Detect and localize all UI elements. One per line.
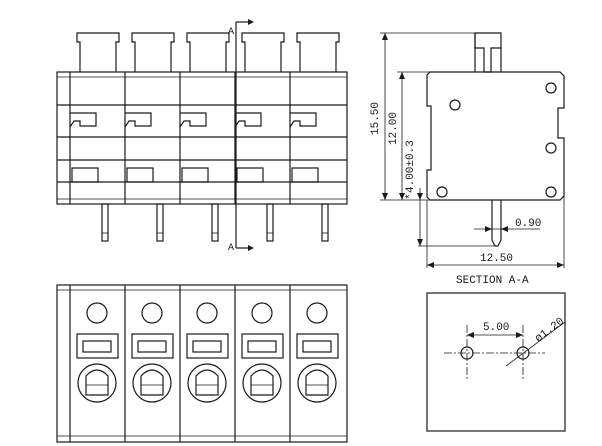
wire-entry-inner: [195, 369, 219, 396]
front-view: [56, 32, 348, 242]
test-hole: [306, 302, 328, 324]
clip: [69, 112, 97, 128]
release-slot-outer: [241, 333, 284, 359]
pcb-hole-1: [460, 346, 474, 360]
pcb-hole-2: [516, 346, 530, 360]
section-marker-bottom: A: [228, 243, 234, 254]
wire-entry-inner: [85, 369, 109, 396]
pin: [321, 203, 329, 242]
test-hole: [251, 302, 273, 324]
test-hole: [86, 302, 108, 324]
wire-slot: [236, 167, 264, 183]
release-slot-outer: [296, 333, 339, 359]
wire-entry: [77, 363, 117, 403]
lever: [131, 32, 175, 72]
release-slot-inner: [247, 340, 277, 353]
release-slot-inner: [137, 340, 167, 353]
dim-pin-length: 4.00±0.3: [405, 140, 417, 193]
wire-entry-inner: [305, 369, 329, 396]
clip: [289, 112, 317, 128]
pcb-layout: 5.00 ø1.20: [426, 292, 567, 432]
wire-entry: [187, 363, 227, 403]
pin: [211, 203, 219, 242]
dim-body-height: 12.00: [388, 112, 400, 145]
wire-entry-inner: [140, 369, 164, 396]
clip: [179, 112, 207, 128]
release-slot-outer: [186, 333, 229, 359]
release-slot-inner: [302, 340, 332, 353]
pin: [266, 203, 274, 242]
section-line-a-a: A A: [228, 19, 254, 254]
dim-pin-width: 0.90: [515, 218, 541, 230]
wire-slot: [71, 167, 99, 183]
pin: [101, 203, 109, 242]
wire-slot: [291, 167, 319, 183]
wire-slot: [126, 167, 154, 183]
section-marker-top: A: [228, 27, 234, 38]
dim-pin-length-prefix: *: [405, 193, 417, 200]
release-slot-inner: [192, 340, 222, 353]
clip: [234, 112, 262, 128]
lever: [76, 32, 120, 72]
wire-slot: [181, 167, 209, 183]
lever: [186, 32, 230, 72]
clip: [124, 112, 152, 128]
test-hole: [141, 302, 163, 324]
section-title: SECTION A-A: [456, 275, 529, 287]
wire-entry: [297, 363, 337, 403]
wire-entry: [132, 363, 172, 403]
wire-entry: [242, 363, 282, 403]
dim-total-height: 15.50: [370, 102, 382, 135]
test-hole: [196, 302, 218, 324]
dim-body-depth: 12.50: [480, 253, 513, 265]
release-slot-outer: [131, 333, 174, 359]
dim-pitch: 5.00: [483, 322, 509, 334]
release-slot-inner: [82, 340, 112, 353]
wire-entry-inner: [250, 369, 274, 396]
lever: [296, 32, 340, 72]
dim-hole-diameter: ø1.20: [533, 316, 567, 345]
lever: [241, 32, 285, 72]
bottom-housing: [56, 284, 348, 443]
pin: [156, 203, 164, 242]
bottom-view: [56, 284, 348, 443]
front-housing: [56, 71, 348, 205]
release-slot-outer: [76, 333, 119, 359]
section-view: 15.50 12.00 * 4.00±0.3 0.90 12.50 SECTIO…: [370, 32, 565, 287]
